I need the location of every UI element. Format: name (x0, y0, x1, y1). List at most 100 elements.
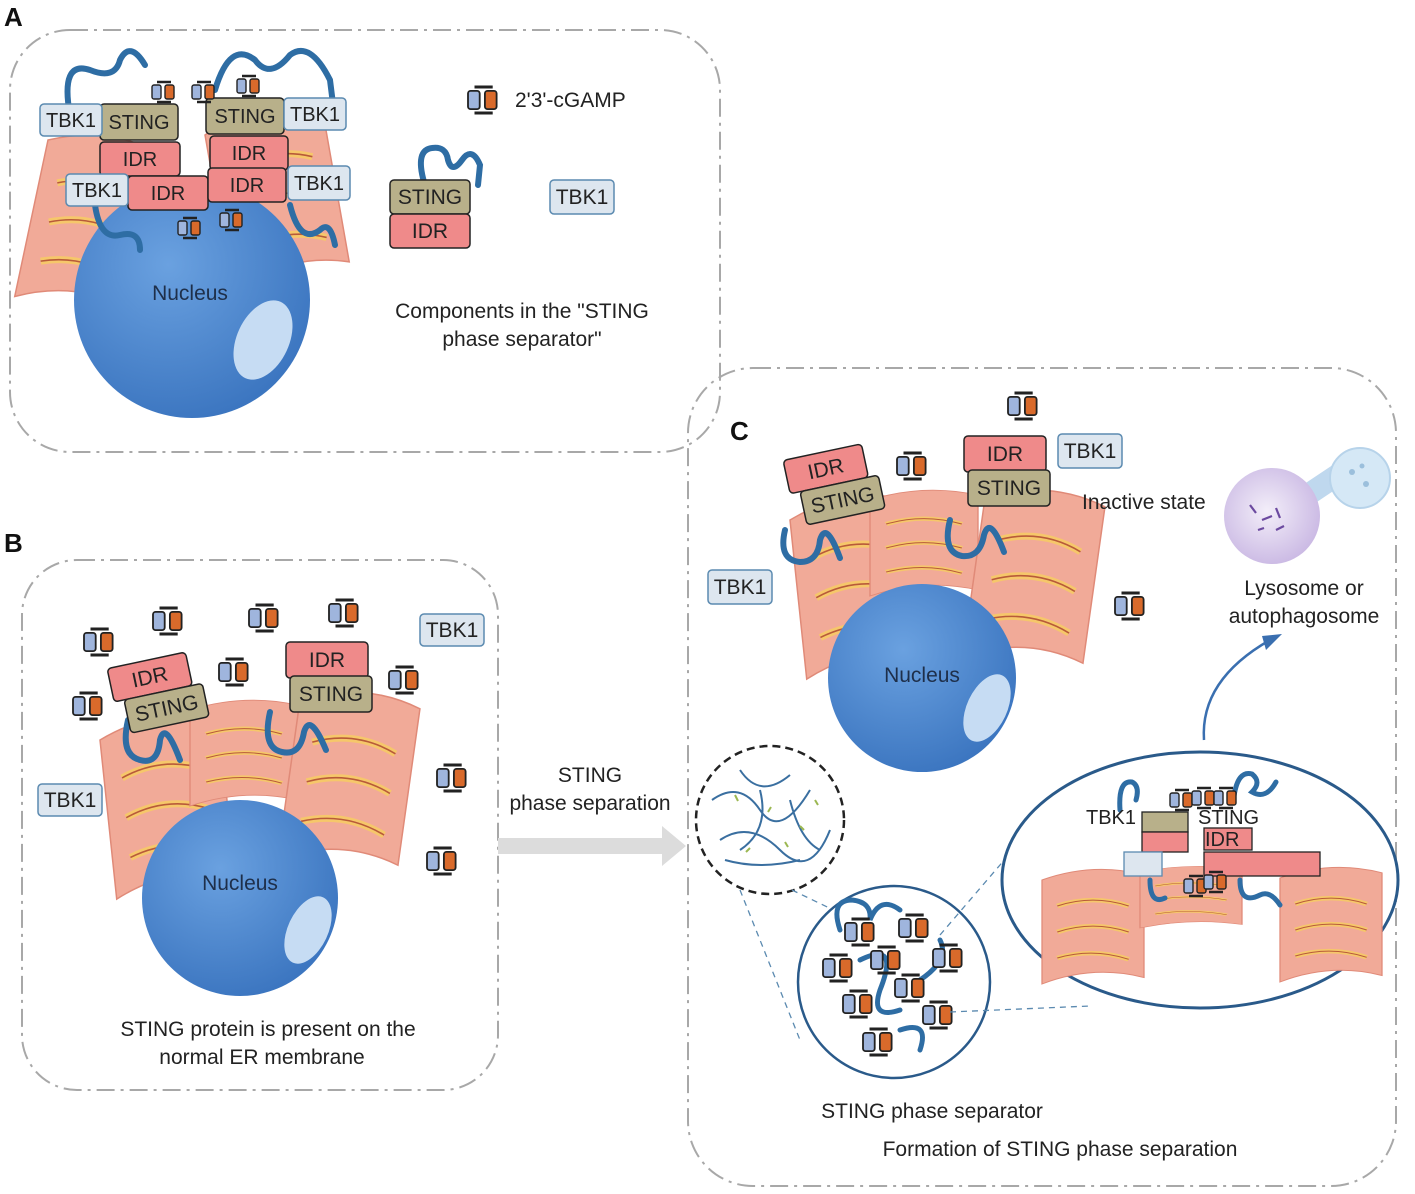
tbk1-box (1057, 433, 1123, 469)
protein-chain (92, 202, 338, 253)
cgamp-legend-label: 2'3'-cGAMP (515, 89, 626, 112)
sting-label: STING (214, 106, 275, 128)
tbk1-box (39, 103, 103, 137)
cgamp-molecule (327, 598, 360, 628)
er-membrane (1042, 869, 1144, 984)
cgamp-molecule (151, 606, 184, 636)
cgamp-molecule (82, 627, 115, 657)
panel-letter-c: C (730, 416, 749, 446)
panel-a-caption-line1: Components in the "STING (395, 300, 649, 323)
tbk1-label: TBK1 (46, 110, 96, 132)
idr-label: IDR (151, 183, 185, 205)
tbk1-label: TBK1 (290, 104, 340, 126)
panel-c: Nucleus IDR STING IDR STING TBK1 TBK1 In… (694, 391, 1400, 1161)
sting-box (1141, 811, 1189, 833)
lysosome-icon (1224, 447, 1391, 564)
zoom-line (739, 889, 801, 1041)
idr-label: IDR (123, 149, 157, 171)
cgamp-molecule (71, 691, 104, 721)
nucleolus (233, 300, 293, 380)
cgamp-molecule (895, 451, 928, 481)
sting-label: STING (108, 112, 169, 134)
transition-arrow (498, 826, 686, 866)
arrow-label-line2: phase separation (509, 792, 670, 815)
idr-label: IDR (412, 220, 448, 243)
er-membrane (1280, 867, 1382, 982)
panel-b: Nucleus IDR STING IDR STING TBK1 TBK1 ST… (37, 598, 485, 1069)
idr-label: IDR (232, 143, 266, 165)
lysosome-label-line2: autophagosome (1229, 605, 1380, 628)
nucleus-label: Nucleus (152, 282, 228, 305)
cgamp-molecule (425, 846, 458, 876)
inactive-state-label: Inactive state (1082, 491, 1206, 514)
protein-chain (417, 144, 484, 188)
tbk1-label: TBK1 (44, 789, 97, 812)
tbk1-box (1123, 851, 1163, 877)
tbk1-box (287, 165, 351, 201)
cgamp-molecule (1006, 391, 1039, 421)
tbk1-label: TBK1 (1064, 440, 1117, 463)
protein-chain (834, 897, 945, 1053)
tbk1-box (283, 97, 347, 131)
sting-label: STING (299, 683, 363, 706)
panel-letter-b: B (4, 528, 23, 558)
tbk1-label: TBK1 (1086, 807, 1136, 829)
degradation-arrow (1202, 638, 1271, 741)
cgamp-molecule (435, 763, 468, 793)
cgamp-legend-icon (466, 85, 499, 115)
tbk1-box (65, 173, 129, 207)
cgamp-molecule (387, 665, 420, 695)
degradation-arrowhead (1262, 634, 1282, 650)
idr-box (1141, 831, 1189, 853)
idr-box (1203, 851, 1321, 877)
tbk1-box (707, 569, 773, 605)
panel-letter-a: A (4, 2, 23, 32)
cgamp-molecule (150, 80, 176, 104)
tbk1-label: TBK1 (556, 186, 609, 209)
protein-chain (122, 709, 329, 764)
cgamp-molecule (235, 74, 261, 98)
cgamp-molecule (190, 80, 216, 104)
tbk1-label: TBK1 (72, 180, 122, 202)
sting-label: STING (977, 477, 1041, 500)
cgamp-molecule (247, 603, 280, 633)
tbk1-box (549, 179, 615, 215)
idr-label: IDR (987, 443, 1023, 466)
panel-b-caption-line1: STING protein is present on the (120, 1018, 415, 1041)
lysosome-label-line1: Lysosome or (1244, 577, 1363, 600)
panel-a: Nucleus STING STING IDR IDR IDR IDR TBK1… (15, 47, 649, 418)
idr-label: IDR (230, 175, 264, 197)
cgamp-molecule (217, 657, 250, 687)
condensate-droplet (694, 744, 846, 896)
idr-label: IDR (1205, 829, 1239, 851)
panel-a-caption-line2: phase separator" (442, 328, 601, 351)
panel-b-caption-line2: normal ER membrane (159, 1046, 364, 1069)
separator-label: STING phase separator (821, 1100, 1043, 1123)
idr-label: IDR (309, 649, 345, 672)
nucleus (142, 800, 338, 996)
tbk1-label: TBK1 (294, 173, 344, 195)
phase-separation-arrow: STING phase separation (498, 764, 686, 866)
nucleus-label: Nucleus (884, 664, 960, 687)
sting-label: STING (1198, 807, 1259, 829)
panel-c-border (687, 367, 1397, 1187)
tbk1-box (37, 783, 103, 817)
idr-box (389, 213, 471, 249)
nucleolus (963, 674, 1011, 742)
nucleolus (284, 896, 332, 964)
panel-c-caption: Formation of STING phase separation (883, 1138, 1238, 1161)
sting-box (967, 469, 1051, 507)
protein-chain (780, 517, 1007, 566)
panel-a-border (9, 29, 721, 453)
protein-chain (64, 47, 338, 123)
er-membrane (870, 490, 978, 596)
zoom-line (949, 1005, 1091, 1013)
idr-box (207, 167, 287, 203)
separator-zoom-circle (796, 884, 992, 1080)
sting-box (289, 675, 373, 713)
tbk1-label: TBK1 (714, 576, 767, 599)
arrow-label-line1: STING (558, 764, 622, 787)
sting-box (123, 683, 210, 734)
sting-label: STING (398, 186, 462, 209)
